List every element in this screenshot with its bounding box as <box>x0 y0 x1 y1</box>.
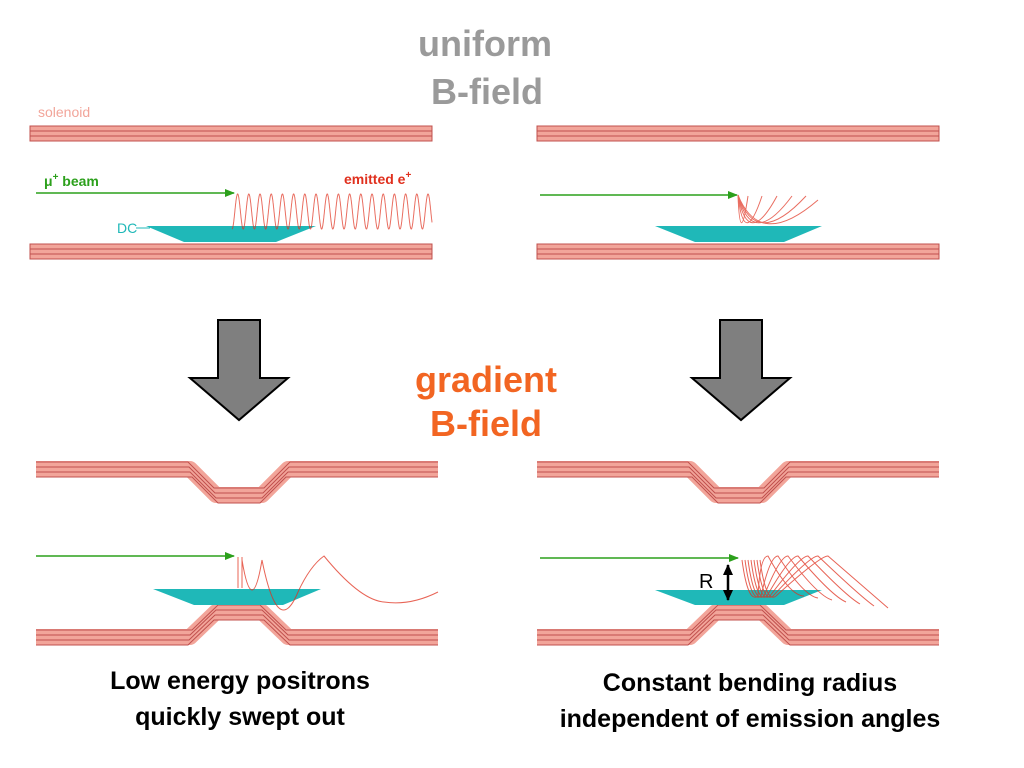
solenoid-label: solenoid <box>38 104 90 120</box>
solenoid-top-left-upper <box>29 125 433 142</box>
solenoid-top-right-lower <box>536 243 940 260</box>
solenoid-top-right-upper <box>536 125 940 142</box>
mu-beam-suffix: beam <box>58 173 98 189</box>
emitted-sup: + <box>405 170 411 181</box>
swept-positron-track <box>237 555 439 611</box>
down-arrow-right <box>689 319 793 422</box>
dc-target-bottom-right <box>655 590 822 605</box>
emitted-track <box>753 555 861 605</box>
uniform-title-line1: uniform <box>418 23 552 64</box>
dc-target-top-right <box>655 226 822 242</box>
caption-left-line1: Low energy positrons <box>110 667 370 695</box>
emitted-track <box>737 194 778 224</box>
mu-symbol: μ <box>44 173 53 189</box>
emitted-track <box>737 194 807 224</box>
emitted-track <box>737 194 819 225</box>
helix-emitted-top-left <box>231 193 433 230</box>
emitted-tracks-bottom-right <box>741 555 889 609</box>
emitted-text: emitted e <box>344 171 406 187</box>
solenoid-bottom-left-upper <box>36 461 438 504</box>
gradient-title-line1: gradient <box>415 359 557 400</box>
emitted-label: emitted e+ <box>344 170 411 187</box>
emitted-track <box>747 555 833 601</box>
mu-beam-label: μ+ beam <box>44 172 99 189</box>
caption-right: Constant bending radius independent of e… <box>535 665 965 737</box>
caption-left: Low energy positrons quickly swept out <box>25 663 455 735</box>
mu-sup: + <box>53 172 59 183</box>
emitted-track <box>737 194 763 224</box>
caption-left-line2: quickly swept out <box>135 703 345 731</box>
emitted-track <box>737 194 749 223</box>
caption-right-line2: independent of emission angles <box>559 705 941 733</box>
emitted-tracks-top-right <box>737 194 819 225</box>
emitted-track <box>744 555 819 599</box>
solenoid-top-left-lower <box>29 243 433 260</box>
emitted-track <box>741 555 805 598</box>
down-arrow-left <box>187 319 291 422</box>
radius-label: R <box>699 571 713 593</box>
dc-label: DC <box>117 220 137 236</box>
emitted-track <box>737 194 793 224</box>
caption-right-line1: Constant bending radius <box>602 669 898 697</box>
gradient-title-line2: B-field <box>430 403 542 444</box>
emitted-track <box>759 555 889 609</box>
uniform-title-line2: B-field <box>431 71 543 112</box>
emitted-track <box>750 555 847 603</box>
emitted-track <box>756 555 875 607</box>
solenoid-bottom-right-lower <box>537 604 939 646</box>
dc-target-top-left <box>146 226 316 242</box>
dc-target-bottom-left <box>153 589 321 605</box>
solenoid-bottom-right-upper <box>537 461 939 504</box>
solenoid-bottom-left-lower <box>36 604 438 646</box>
